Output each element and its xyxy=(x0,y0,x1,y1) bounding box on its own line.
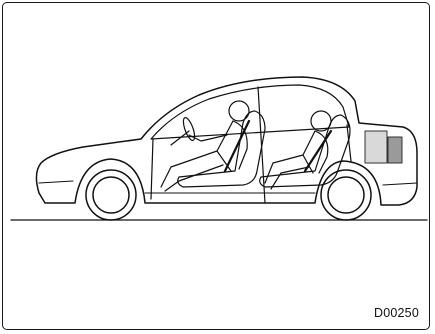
driver-figure xyxy=(161,101,249,191)
front-door-edge xyxy=(151,139,153,199)
rear-wheel xyxy=(321,170,371,220)
front-wheel xyxy=(86,170,136,220)
figure-frame: D00250 xyxy=(2,2,430,330)
cargo-box-small xyxy=(388,137,402,163)
cargo-box-large xyxy=(365,131,387,163)
car-cutaway-illustration xyxy=(3,3,431,331)
figure-code: D00250 xyxy=(374,306,419,320)
steering-wheel xyxy=(181,116,197,141)
front-bumper-line xyxy=(39,181,73,183)
rear-bumper-line xyxy=(383,183,417,185)
